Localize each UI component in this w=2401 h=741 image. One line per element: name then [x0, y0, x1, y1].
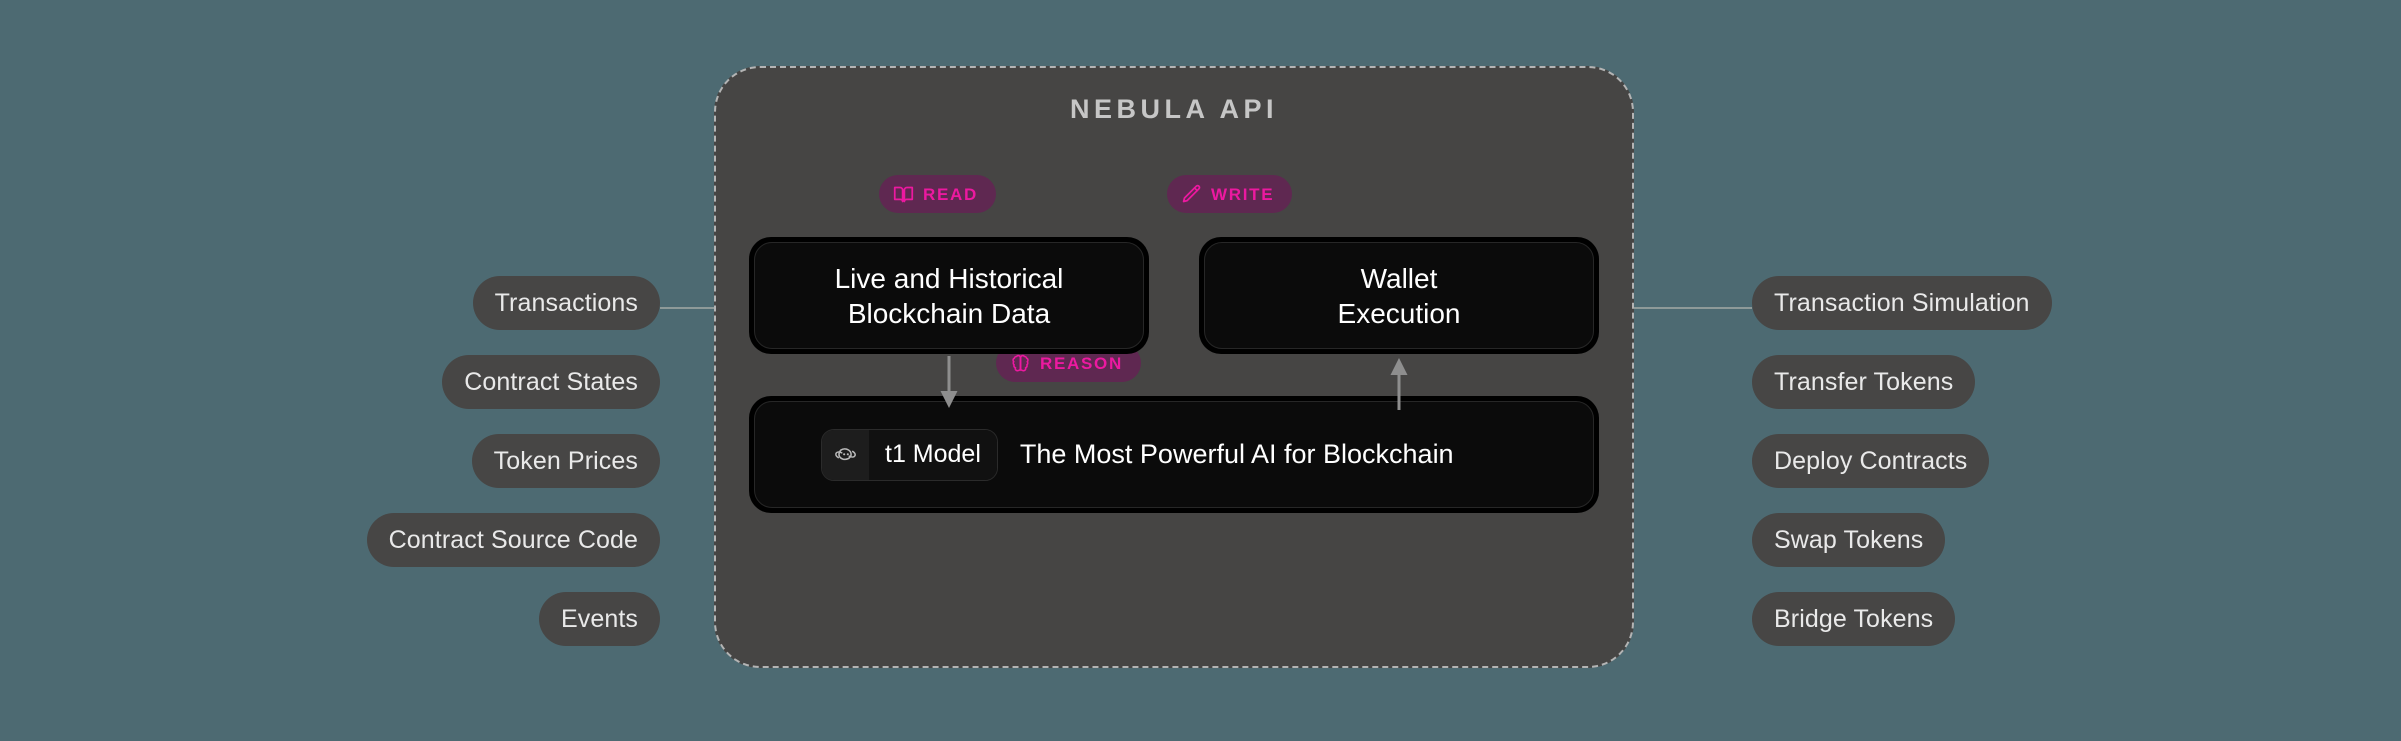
- write-capabilities-list: Transaction Simulation Transfer Tokens D…: [1752, 276, 2401, 646]
- book-icon: [893, 184, 914, 205]
- connector-line-right: [1600, 307, 1752, 309]
- read-capabilities-list: Transactions Contract States Token Price…: [0, 276, 660, 646]
- badge-read: READ: [879, 175, 996, 213]
- feature-box-reason-inner: t1 Model The Most Powerful AI for Blockc…: [754, 401, 1594, 508]
- brain-icon: [1010, 353, 1031, 374]
- pencil-icon: [1181, 184, 1202, 205]
- feature-label-line1: Live and Historical: [834, 262, 1064, 294]
- feature-box-wallet-execution-inner: Wallet Execution: [1204, 242, 1594, 349]
- nebula-api-panel: NEBULA API READ WRITE: [714, 66, 1634, 668]
- arrow-up-icon: [1387, 356, 1411, 410]
- badge-read-label: READ: [923, 184, 978, 204]
- feature-label-line2: Blockchain Data: [847, 297, 1051, 329]
- badge-write-label: WRITE: [1211, 184, 1275, 204]
- list-item[interactable]: Events: [538, 592, 660, 646]
- reason-tagline: The Most Powerful AI for Blockchain: [1019, 439, 1454, 469]
- list-item[interactable]: Token Prices: [471, 434, 660, 488]
- list-item[interactable]: Contract States: [442, 355, 660, 409]
- feature-label-line2: Execution: [1337, 297, 1461, 329]
- list-item[interactable]: Contract Source Code: [366, 513, 660, 567]
- list-item[interactable]: Transactions: [472, 276, 660, 330]
- t1-model-chip[interactable]: t1 Model: [821, 428, 998, 481]
- arrow-down-icon: [937, 356, 961, 410]
- feature-box-blockchain-data[interactable]: Live and Historical Blockchain Data: [749, 237, 1149, 354]
- feature-box-blockchain-data-inner: Live and Historical Blockchain Data: [754, 242, 1144, 349]
- list-item[interactable]: Transaction Simulation: [1752, 276, 2052, 330]
- badge-write: WRITE: [1167, 175, 1293, 213]
- feature-label-line1: Wallet: [1360, 262, 1438, 294]
- list-item[interactable]: Transfer Tokens: [1752, 355, 1976, 409]
- list-item[interactable]: Bridge Tokens: [1752, 592, 1956, 646]
- list-item[interactable]: Swap Tokens: [1752, 513, 1946, 567]
- list-item[interactable]: Deploy Contracts: [1752, 434, 1990, 488]
- feature-box-reason[interactable]: t1 Model The Most Powerful AI for Blockc…: [749, 396, 1599, 513]
- t1-logo-icon: [822, 429, 869, 480]
- feature-box-wallet-execution[interactable]: Wallet Execution: [1199, 237, 1599, 354]
- page-title: NEBULA API: [1069, 94, 1278, 124]
- t1-model-chip-label: t1 Model: [869, 429, 997, 480]
- badge-reason-label: REASON: [1040, 353, 1123, 373]
